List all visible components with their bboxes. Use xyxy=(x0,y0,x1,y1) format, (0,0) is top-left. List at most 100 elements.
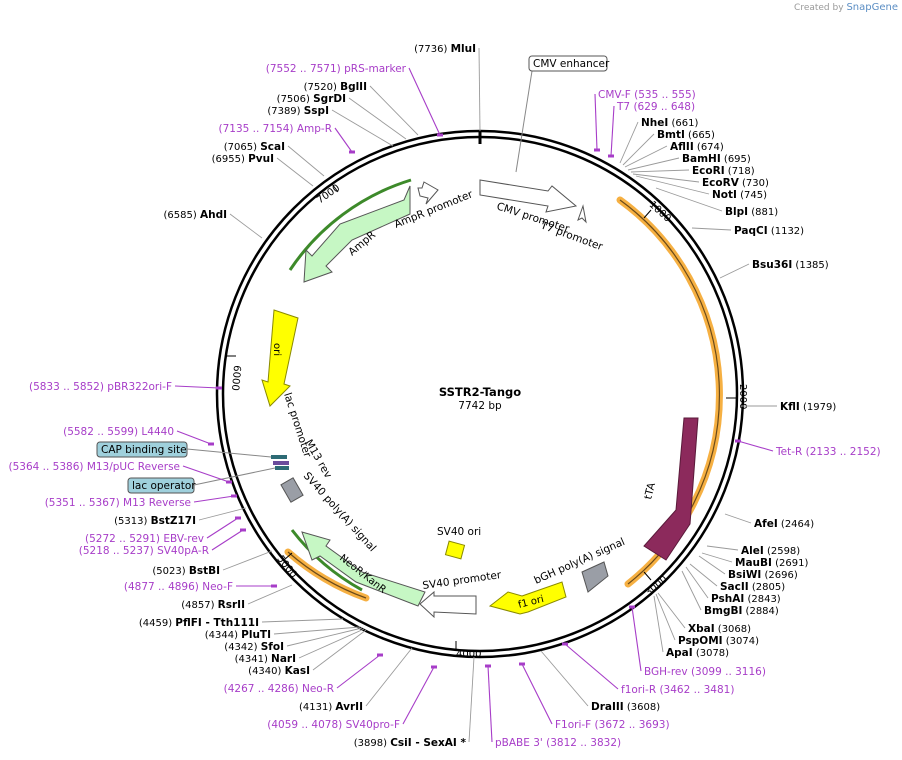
label-leader-line xyxy=(719,263,750,279)
site-maubi[interactable]: MauBI (2691) xyxy=(701,552,808,569)
site-nhei[interactable]: NheI (661) xyxy=(619,117,698,164)
primer-f1ori-f[interactable]: F1ori-F (3672 .. 3693) xyxy=(519,662,670,732)
primer-neo-f[interactable]: (4877 .. 4896) Neo-F xyxy=(124,581,277,593)
site-label: (7736) MluI xyxy=(414,43,476,55)
cap-site-mark xyxy=(271,455,287,459)
primer-sv40pa-r[interactable]: (5218 .. 5237) SV40pA-R xyxy=(79,528,246,558)
label-leader-line xyxy=(624,145,668,168)
label-leader-line xyxy=(622,133,655,166)
site-xbai[interactable]: XbaI (3068) xyxy=(657,592,751,635)
site-bmti[interactable]: BmtI (665) xyxy=(622,129,715,166)
site-pshai[interactable]: PshAI (2843) xyxy=(685,566,781,605)
label-leader-line xyxy=(632,173,700,183)
site-bamhi[interactable]: BamHI (695) xyxy=(627,153,751,171)
label-leader-line xyxy=(348,97,407,140)
site-csii-sexai[interactable]: (3898) CsiI - SexAI * xyxy=(354,656,475,749)
primer-binding-mark xyxy=(349,150,355,154)
primer-cmv-f[interactable]: CMV-F (535 .. 555) xyxy=(594,89,696,152)
primer-m13-puc-reverse[interactable]: (5364 .. 5386) M13/pUC Reverse xyxy=(8,461,232,484)
ori-arrow xyxy=(261,309,299,407)
site-bsu36i[interactable]: Bsu36I (1385) xyxy=(719,259,829,279)
site-rsrii[interactable]: (4857) RsrII xyxy=(181,584,293,611)
site-kfli[interactable]: KflI (1979) xyxy=(742,401,836,413)
site-label: BamHI (695) xyxy=(682,153,751,165)
label-leader-line xyxy=(247,584,293,605)
site-nari[interactable]: (4341) NarI xyxy=(235,628,365,665)
site-avrii[interactable]: (4131) AvrII xyxy=(299,647,413,713)
site-pvui[interactable]: (6955) PvuI xyxy=(212,153,314,187)
site-blpi[interactable]: BlpI (881) xyxy=(655,187,778,218)
primer-f1ori-r[interactable]: f1ori-R (3462 .. 3481) xyxy=(562,642,734,697)
primer-amp-r[interactable]: (7135 .. 7154) Amp-R xyxy=(219,123,356,154)
credit-prefix: Created by xyxy=(794,3,844,13)
label-leader-line xyxy=(487,665,493,743)
site-label: BmtI (665) xyxy=(657,129,715,141)
site-label: (4341) NarI xyxy=(235,653,296,665)
primer-prs-marker[interactable]: (7552 .. 7571) pRS-marker xyxy=(266,63,443,137)
site-ahdi[interactable]: (6585) AhdI xyxy=(164,209,263,239)
site-bstz17i[interactable]: (5313) BstZ17I xyxy=(114,507,247,527)
primer-label: (5582 .. 5599) L4440 xyxy=(63,426,174,438)
primer-label: (4059 .. 4078) SV40pro-F xyxy=(267,719,400,731)
primer-tet-r[interactable]: Tet-R (2133 .. 2152) xyxy=(735,439,881,459)
site-sacii[interactable]: SacII (2805) xyxy=(689,563,785,593)
primer-binding-mark xyxy=(231,494,237,498)
label-leader-line xyxy=(286,627,363,647)
site-paqci[interactable]: PaqCI (1132) xyxy=(691,225,804,237)
site-pluti[interactable]: (4344) PluTI xyxy=(205,626,361,641)
primer-binding-mark xyxy=(431,665,437,669)
site-aflii[interactable]: AflII (674) xyxy=(624,141,724,168)
site-ecori[interactable]: EcoRI (718) xyxy=(630,165,755,177)
site-pspomi[interactable]: PspOMI (3074) xyxy=(655,593,759,647)
site-ecorv[interactable]: EcoRV (730) xyxy=(632,173,769,189)
primer-binding-mark xyxy=(377,653,383,657)
site-mlui[interactable]: (7736) MluI xyxy=(414,43,481,132)
primer-t7[interactable]: T7 (629 .. 648) xyxy=(608,101,695,158)
label-leader-line xyxy=(331,109,394,147)
label-leader-line xyxy=(298,628,365,659)
site-label: (6955) PvuI xyxy=(212,153,274,165)
site-label: EcoRI (718) xyxy=(692,165,755,177)
primer-ebv-rev[interactable]: (5272 .. 5291) EBV-rev xyxy=(85,516,241,546)
site-bglii[interactable]: (7520) BglII xyxy=(304,81,419,136)
site-bstbi[interactable]: (5023) BstBI xyxy=(152,550,273,577)
label-leader-line xyxy=(610,105,615,157)
site-label: (4459) PflFI - Tth111I xyxy=(139,617,259,629)
site-bmgbi[interactable]: BmgBI (2884) xyxy=(681,570,779,617)
label-leader-line xyxy=(402,666,435,725)
primer-pbr322ori-f[interactable]: (5833 .. 5852) pBR322ori-F xyxy=(29,381,222,393)
site-afei[interactable]: AfeI (2464) xyxy=(724,513,814,530)
site-sspi[interactable]: (7389) SspI xyxy=(267,105,394,147)
site-label: (4344) PluTI xyxy=(205,629,271,641)
label-leader-line xyxy=(681,570,702,611)
site-kasi[interactable]: (4340) KasI xyxy=(248,629,367,677)
vp16-label: VP16 a... xyxy=(619,517,649,559)
outer-labels: (7736) MluI NheI (661)BmtI (665)AflII (67… xyxy=(8,43,880,749)
primer-neo-r[interactable]: (4267 .. 4286) Neo-R xyxy=(224,653,383,696)
site-pflfi-tth111i[interactable]: (4459) PflFI - Tth111I xyxy=(139,617,344,629)
site-draiii[interactable]: DraIII (3608) xyxy=(540,650,660,713)
site-noti[interactable]: NotI (745) xyxy=(635,175,767,201)
label-leader-line xyxy=(261,618,344,623)
primer-bgh-rev[interactable]: BGH-rev (3099 .. 3116) xyxy=(629,605,766,679)
primer-binding-mark xyxy=(216,386,222,390)
site-apai[interactable]: ApaI (3078) xyxy=(653,595,729,659)
tetr-feature xyxy=(643,417,699,561)
site-sgrdi[interactable]: (7506) SgrDI xyxy=(277,93,407,140)
primer-binding-mark xyxy=(271,584,277,588)
site-label: SacII (2805) xyxy=(720,581,785,593)
label-leader-line xyxy=(698,555,726,575)
sv40-ori-box xyxy=(444,540,466,560)
site-bsiwi[interactable]: BsiWI (2696) xyxy=(698,555,798,581)
sv40-promoter-arrow xyxy=(419,590,477,619)
site-alei[interactable]: AleI (2598) xyxy=(706,545,800,557)
primer-l4440[interactable]: (5582 .. 5599) L4440 xyxy=(63,426,214,446)
label-leader-line xyxy=(369,85,419,136)
site-sfoi[interactable]: (4342) SfoI xyxy=(224,627,363,653)
label-leader-line xyxy=(312,629,367,671)
label-leader-line xyxy=(631,606,642,672)
primer-m13-reverse[interactable]: (5351 .. 5367) M13 Reverse xyxy=(45,494,237,510)
primer-sv40pro-f[interactable]: (4059 .. 4078) SV40pro-F xyxy=(267,665,437,732)
primer-pbabe-3[interactable]: pBABE 3' (3812 .. 3832) xyxy=(485,664,621,750)
site-scai[interactable]: (7065) ScaI xyxy=(224,141,325,177)
